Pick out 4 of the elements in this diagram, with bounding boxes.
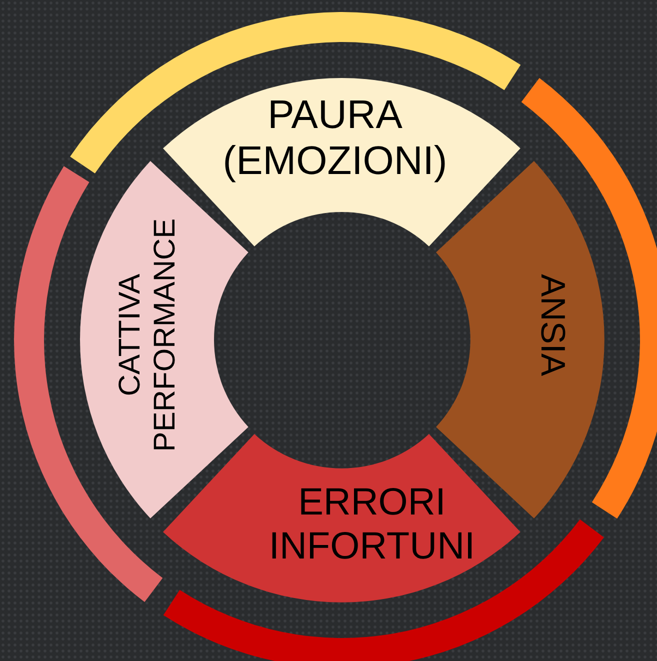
segment-label: ANSIA bbox=[532, 272, 572, 378]
segment-label: CATTIVA PERFORMANCE bbox=[114, 217, 182, 454]
segment-label: PAURA (EMOZIONI) bbox=[222, 92, 448, 184]
segment-label: ERRORI INFORTUNI bbox=[268, 481, 476, 569]
